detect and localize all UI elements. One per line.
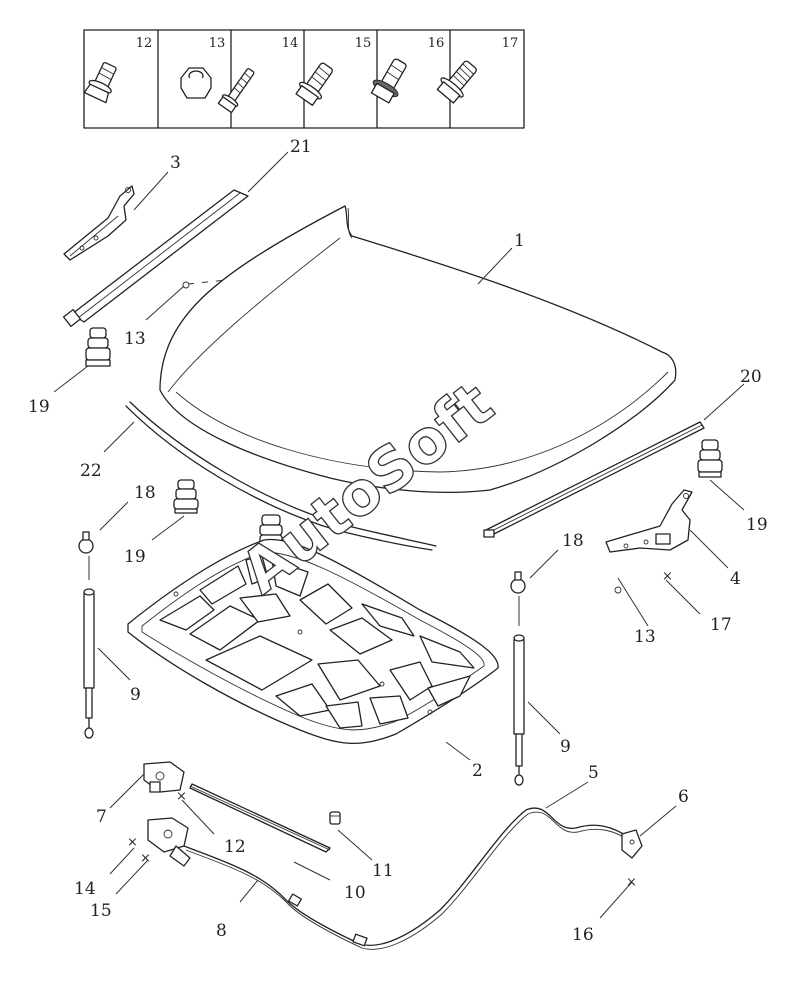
callout-9-left: 9 (130, 685, 141, 705)
callout-18-right: 18 (562, 531, 584, 551)
callout-9-right: 9 (560, 737, 571, 757)
callout-21: 21 (290, 137, 312, 157)
callout-10: 10 (344, 883, 366, 903)
callout-20: 20 (740, 367, 762, 387)
callout-5: 5 (588, 763, 599, 783)
ball-stud-18-right-icon (510, 571, 526, 594)
callout-22: 22 (80, 461, 102, 481)
nut-13-icon (180, 67, 212, 99)
callout-13-left: 13 (124, 329, 146, 349)
callout-8: 8 (216, 921, 227, 941)
hood-seal-strip-20 (483, 421, 705, 538)
bump-stop-19-left-icon (85, 327, 111, 367)
callout-12: 12 (224, 837, 246, 857)
callout-17: 17 (710, 615, 732, 635)
fastener-label-16: 16 (428, 36, 445, 51)
hood-prop-rod-10 (189, 783, 331, 853)
callout-6: 6 (678, 787, 689, 807)
release-handle (147, 817, 191, 867)
callout-19-right: 19 (746, 515, 768, 535)
bump-stop-19-center-icon (173, 479, 199, 514)
hood-hinge-right-4 (605, 489, 693, 553)
callout-2: 2 (472, 761, 483, 781)
fastener-label-13: 13 (209, 36, 226, 51)
cross-mark-12: × (176, 789, 187, 804)
hood-hinge-left-3 (63, 185, 135, 261)
long-bolt-14-icon (217, 68, 255, 114)
callout-3: 3 (170, 153, 181, 173)
fastener-reference-box: 12 13 14 15 16 17 (83, 29, 525, 129)
ball-stud-18-left-icon (78, 531, 94, 554)
cross-mark-15: × (140, 851, 151, 866)
callout-7: 7 (96, 807, 107, 827)
cross-mark-17: × (662, 569, 673, 584)
bolt-17-icon (436, 60, 477, 104)
gas-strut-9-left (83, 588, 95, 739)
hood-latch-7 (143, 761, 185, 793)
fastener-label-14: 14 (282, 36, 299, 51)
callout-4: 4 (730, 569, 741, 589)
callout-16: 16 (572, 925, 594, 945)
callout-13-right: 13 (634, 627, 656, 647)
callout-15: 15 (90, 901, 112, 921)
hood-insulator-pad-2 (127, 538, 499, 745)
gas-strut-9-right (513, 634, 525, 786)
fastener-label-17: 17 (502, 36, 519, 51)
callout-19-left: 19 (28, 397, 50, 417)
bump-stop-19-right-icon (697, 439, 723, 478)
cross-mark-14: × (127, 835, 138, 850)
bolt-16-icon (370, 58, 407, 104)
flange-bolt-12-icon (83, 62, 117, 104)
hood-seal-strip-21 (62, 189, 249, 328)
hood-seal-22 (125, 401, 437, 551)
callout-labels: 1 2 3 4 5 6 7 8 9 9 10 11 12 13 13 14 15… (28, 137, 768, 945)
cross-mark-16: × (626, 875, 637, 890)
callout-11: 11 (372, 861, 394, 881)
callout-18-left: 18 (134, 483, 156, 503)
callout-19-center: 19 (124, 547, 146, 567)
grommet-11-icon (329, 811, 341, 825)
leader-lines: × × × × × (53, 151, 745, 919)
cable-guide-6 (621, 829, 643, 859)
callout-14: 14 (74, 879, 96, 899)
hood-panel (159, 205, 677, 493)
fastener-label-12: 12 (136, 36, 153, 51)
bolt-15-icon (295, 62, 333, 106)
fastener-label-15: 15 (355, 36, 372, 51)
callout-1: 1 (514, 231, 525, 251)
hood-release-cable (183, 807, 633, 950)
